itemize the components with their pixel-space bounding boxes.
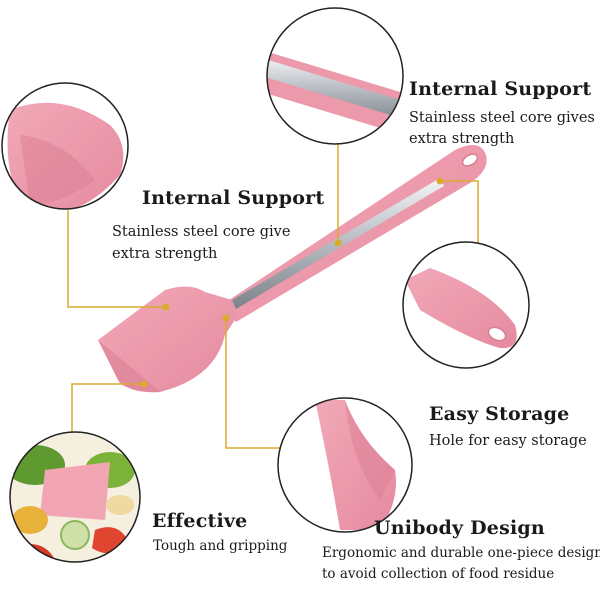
internal-support-top-title: Internal Support <box>409 78 592 100</box>
spatula-head-closeup-icon <box>1 82 129 210</box>
internal-support-top-desc-line1: Stainless steel core gives <box>409 110 595 126</box>
internal-support-left-title: Internal Support <box>142 187 325 209</box>
unibody-design-title: Unibody Design <box>374 517 545 539</box>
internal-support-top-desc-line2: extra strength <box>409 131 515 147</box>
easy-storage-title: Easy Storage <box>429 403 570 425</box>
handle-hole-closeup-icon <box>402 241 530 369</box>
internal-support-left-desc-line1: Stainless steel core give <box>112 224 291 240</box>
easy-storage-desc: Hole for easy storage <box>429 433 587 449</box>
callout-lines <box>67 140 479 449</box>
callout-dots <box>140 177 444 388</box>
effective-desc: Tough and gripping <box>153 538 288 554</box>
unibody-design-desc-line2: to avoid collection of food residue <box>322 566 555 582</box>
steel-core-closeup-icon <box>266 7 404 145</box>
salad-food-closeup-icon <box>9 431 141 563</box>
internal-support-left-desc-line2: extra strength <box>112 246 218 262</box>
unibody-design-desc-line1: Ergonomic and durable one-piece design <box>322 545 600 561</box>
spatula-neck-closeup-icon <box>277 397 413 533</box>
effective-title: Effective <box>152 510 248 532</box>
